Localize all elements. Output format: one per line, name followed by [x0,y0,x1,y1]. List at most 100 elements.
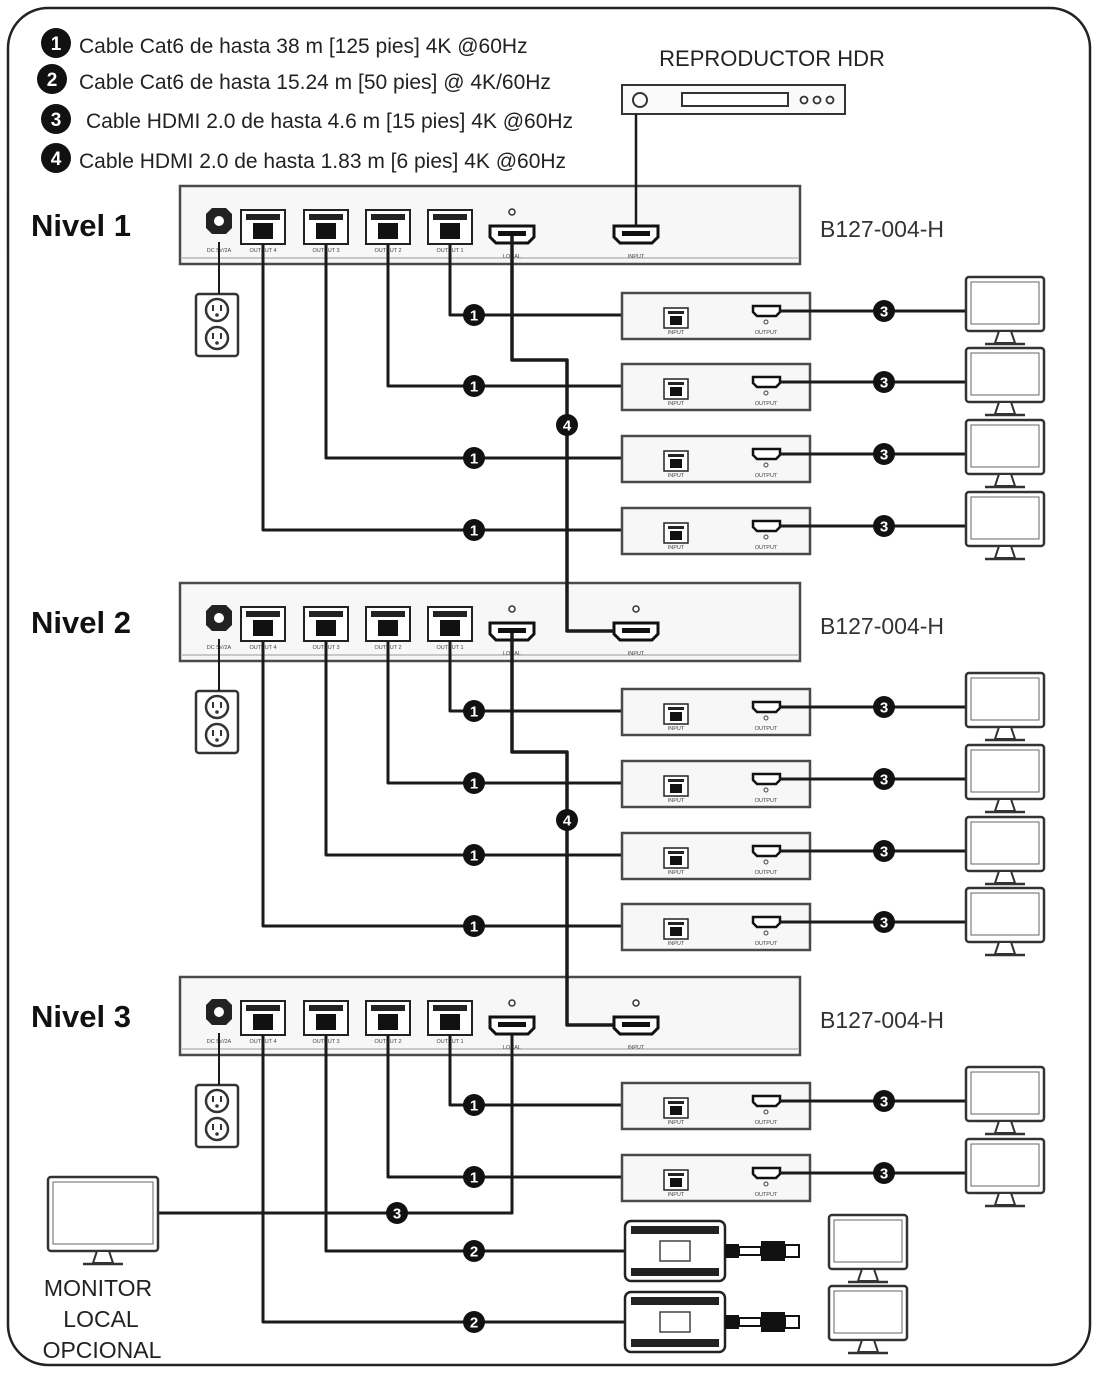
display-monitor-icon [964,671,1046,742]
player-led-icon [825,95,835,105]
hdmi-port-icon [751,844,782,858]
badge-number: 3 [880,772,888,789]
port-led-bar [246,611,280,617]
port-socket [316,223,336,239]
port-socket [440,620,460,636]
hdmi-connector [784,1244,800,1258]
badge-circle [873,300,895,322]
model-number: B127-004-H [820,216,944,242]
port-socket [670,856,682,865]
display-monitor-icon [964,815,1046,886]
led-indicator-icon [763,534,769,540]
port-socket [670,531,682,540]
power-button-icon [632,92,648,108]
outlet-socket [204,1116,230,1142]
rj45-port-icon [663,450,689,472]
port-label: INPUT [668,401,685,407]
badge-circle [873,768,895,790]
outlet-socket [204,722,230,748]
port-socket [670,712,682,721]
legend-number: 2 [47,70,58,91]
badge-circle [556,809,578,831]
monitor-stand [993,473,1017,487]
hdmi-pins [498,628,526,633]
receiver-body [620,759,812,809]
rj45-port-icon [663,918,689,940]
port-led-bar [668,382,684,385]
power-jack-icon [206,999,232,1025]
legend: 1 Cable Cat6 de hasta 38 m [125 pies] 4K… [37,28,573,173]
legend-item: 4 Cable HDMI 2.0 de hasta 1.83 m [6 pies… [41,143,566,173]
cable-badge-1-icon: 1 [463,1094,485,1116]
monitor-panel [970,749,1040,793]
rj45-port-icon [240,1000,286,1036]
badge-3-icon [41,104,71,134]
monitor-panel [970,677,1040,721]
badge-circle [463,772,485,794]
cable-badge-1-icon: 1 [463,304,485,326]
badge-circle [873,1090,895,1112]
power-jack-pin [212,611,226,625]
cat6-extender [623,1219,800,1283]
badge-circle [463,1240,485,1262]
port-label: OUTPUT [755,545,778,551]
receiver-body [620,1081,812,1131]
receiver-body [620,291,812,341]
outlet-ground [215,710,219,714]
port-led-bar [371,611,405,617]
badge-number: 1 [470,308,478,325]
outlet-ground [215,1104,219,1108]
badge-circle [463,844,485,866]
cable-line [261,1035,625,1324]
legend-number: 3 [51,110,62,131]
port-label: INPUT [668,330,685,336]
rj45-port-icon [240,209,286,245]
hdmi-port-icon [488,224,536,245]
legend-text: Cable HDMI 2.0 de hasta 4.6 m [15 pies] … [86,110,573,133]
cable-line [324,244,665,460]
badge-circle [873,696,895,718]
cable-line [386,244,665,388]
badge-circle [556,414,578,436]
hdmi-port-icon [751,447,782,461]
cable-line [386,641,665,785]
cable-badge-1-icon: 1 [463,844,485,866]
badge-number: 3 [880,447,888,464]
port-socket [670,1106,682,1115]
display-monitor-icon [964,886,1046,957]
display-monitor-icon [827,1213,909,1284]
rj45-port-icon [427,1000,473,1036]
hdmi-port-icon [612,224,660,245]
local-monitor-label-line3: OPCIONAL [43,1337,162,1363]
receiver-body [620,831,812,881]
rj45-port-icon [663,1097,689,1119]
monitor-stand [993,1192,1017,1206]
rj45-port-icon [365,209,411,245]
badge-circle [873,515,895,537]
port-label: OUTPUT [755,798,778,804]
rj45-port-icon [663,307,689,329]
hdmi-cable [738,1317,762,1327]
port-led-bar [668,922,684,925]
monitor-stand [993,1120,1017,1134]
hdmi-pins [622,1022,650,1027]
badge-circle [873,840,895,862]
badge-circle [463,519,485,541]
port-led-bar [668,526,684,529]
monitor-panel [970,1143,1040,1187]
badge-number: 3 [880,519,888,536]
led-indicator-icon [508,208,516,216]
extender-logo [659,1311,691,1333]
badge-number: 3 [880,1094,888,1111]
monitor-stand [993,941,1017,955]
port-label: OUTPUT [755,941,778,947]
rj45-port-icon [240,606,286,642]
